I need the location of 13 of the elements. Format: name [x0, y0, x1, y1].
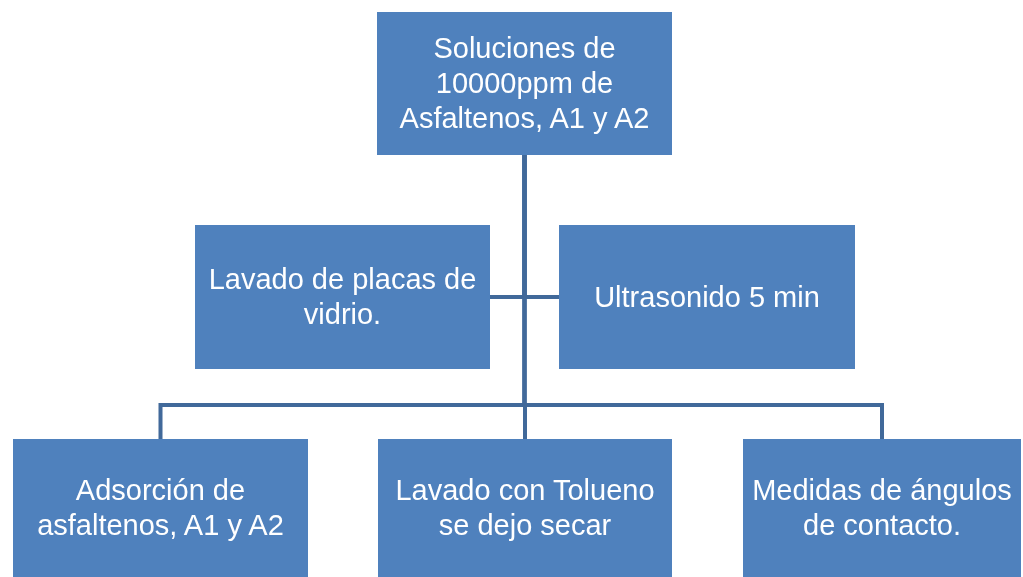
process-box [195, 225, 490, 369]
box-text: Adsorción de asfaltenos, A1 y A2 [36, 473, 285, 543]
box-text: Ultrasonido 5 min [594, 279, 820, 315]
process-box [378, 439, 672, 577]
process-box [13, 439, 308, 577]
connector-line [522, 155, 884, 439]
process-box [743, 439, 1021, 577]
box-text: Soluciones de 10000ppm de Asfaltenos, A1 y A2 [398, 31, 651, 136]
process-box [377, 12, 672, 155]
process-box [559, 225, 855, 369]
box-text: Medidas de ángulos de contacto. [751, 473, 1013, 543]
box-text: Lavado de placas de vidrio. [207, 262, 478, 332]
box-text: Lavado con Tolueno se dejo secar [394, 473, 656, 543]
